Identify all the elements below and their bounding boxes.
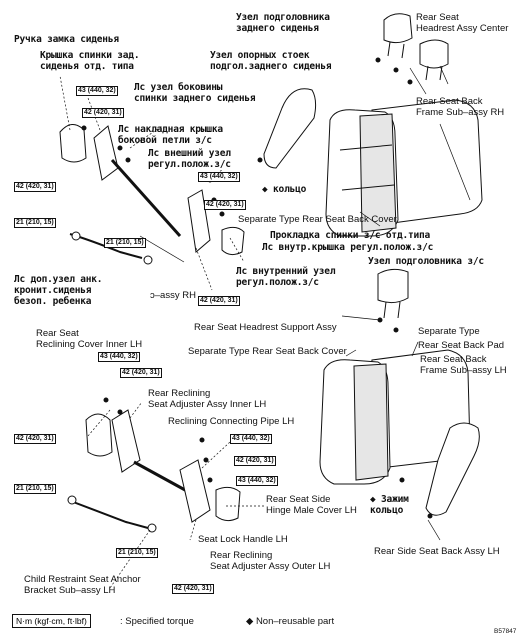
side-back-lh-label: Rear Side Seat Back Assy LH <box>374 546 500 557</box>
torque-42-box: 42 (420, 31) <box>14 434 56 444</box>
back-pad-label: Rear Seat Back Pad <box>418 340 505 351</box>
torque-42-box: 42 (420, 31) <box>120 368 162 378</box>
torque-21-box: 21 (210, 15) <box>14 484 56 494</box>
headrest-rh-label-ru: Узел подголовника з/с <box>368 256 484 267</box>
upper-seat-back-frame <box>325 99 483 237</box>
headrest-center-shape <box>383 13 449 81</box>
connecting-pipe-label: Reclining Connecting Pipe LH <box>168 416 295 427</box>
torque-42-box: 42 (420, 31) <box>172 584 214 594</box>
headrest-assy-label-ru: Узел подголовника заднего сиденья <box>236 12 330 34</box>
recl-cover-inner-lh-label: Rear Seat Reclining Cover Inner LH <box>36 328 143 350</box>
assy-rh-tail-label: ɔ–assy RH <box>150 290 196 301</box>
side-back-assy-label-ru: Лс узел боковины спинки заднего сиденья <box>134 82 256 104</box>
adjuster-outer-lh-label: Rear Reclining Seat Adjuster Assy Outer … <box>210 550 331 572</box>
headrest-center-label: Rear Seat Headrest Assy Center <box>416 12 509 34</box>
clip-ring-label-ru: ◆ Зажим кольцо <box>370 494 409 516</box>
lower-seat-back-frame <box>319 349 471 485</box>
lock-handle-lh-label: Seat Lock Handle LH <box>198 534 288 545</box>
seat-lock-handle-label-ru: Ручка замка сиденья <box>14 34 119 45</box>
torque-43-box: 43 (440, 32) <box>236 476 278 486</box>
adjuster-inner-label-ru: Лс внутренний узел регул.полож.з/с <box>236 266 336 288</box>
solid-leaders <box>341 65 471 541</box>
headrest-support-label: Rear Seat Headrest Support Assy <box>194 322 337 333</box>
lower-left-mechanisms <box>67 409 241 533</box>
adjuster-inner-lh-label: Rear Reclining Seat Adjuster Assy Inner … <box>148 388 267 410</box>
frame-rh-label: Rear Seat Back Frame Sub–assy RH <box>416 96 505 118</box>
separate-type-label: Separate Type <box>418 326 480 337</box>
rear-back-cover-label-ru: Крышка спинки зад. сиденья отд. типа <box>40 50 140 72</box>
anchor-bracket-lh-label: Child Restraint Seat Anchor Bracket Sub–… <box>24 574 141 596</box>
hinge-cover-label-ru: Лс накладная крышка боковой петли з/с <box>118 124 223 146</box>
back-cover-sep-2-label: Separate Type Rear Seat Back Cover <box>188 346 347 357</box>
figure-code: B57847 <box>494 628 517 635</box>
torque-21-box: 21 (210, 15) <box>116 548 158 558</box>
adjuster-outer-label-ru: Лс внешний узел регул.полож.з/с <box>148 148 231 170</box>
torque-21-box: 21 (210, 15) <box>104 238 146 248</box>
non-reusable-legend: ◆ Non–reusable part <box>246 616 335 627</box>
torque-21-box: 21 (210, 15) <box>14 218 56 228</box>
back-pad-label-ru: Прокладка спинки з/с отд.типа <box>270 230 431 241</box>
torque-42-box: 42 (420, 31) <box>14 182 56 192</box>
torque-43-box: 43 (440, 32) <box>98 352 140 362</box>
torque-unit-legend-box: N·m (kgf·cm, ft·lbf) <box>12 614 91 628</box>
anchor-bracket-label-ru: Лс доп.узел анк. кронит.сиденья безоп. р… <box>14 274 103 307</box>
torque-43-box: 43 (440, 32) <box>76 86 118 96</box>
lower-side-back-shape <box>425 422 480 516</box>
back-cover-sep-label: Separate Type Rear Seat Back Cover <box>238 214 397 225</box>
torque-43-box: 43 (440, 32) <box>230 434 272 444</box>
bolt-marks <box>81 57 433 519</box>
torque-42-box: 42 (420, 31) <box>198 296 240 306</box>
frame-lh-label: Rear Seat Back Frame Sub–assy LH <box>420 354 507 376</box>
headrest-support-label-ru: Узел опорных стоек подгол.заднего сидень… <box>210 50 332 72</box>
ring-label-ru: ◆ кольцо <box>262 184 307 195</box>
upper-left-mechanisms <box>59 124 245 265</box>
hinge-cover-lh-label: Rear Seat Side Hinge Male Cover LH <box>266 494 357 516</box>
torque-42-box: 42 (420, 31) <box>234 456 276 466</box>
recl-cover-inner-label-ru: Лс внутр.крышка регул.полож.з/с <box>262 242 434 253</box>
torque-42-box: 42 (420, 31) <box>82 108 124 118</box>
upper-side-back-shape <box>263 88 317 169</box>
torque-43-box: 43 (440, 32) <box>198 172 240 182</box>
torque-unit-legend-text: : Specified torque <box>120 616 194 627</box>
lower-headrest-shape <box>377 268 409 319</box>
torque-42-box: 42 (420, 31) <box>204 200 246 210</box>
